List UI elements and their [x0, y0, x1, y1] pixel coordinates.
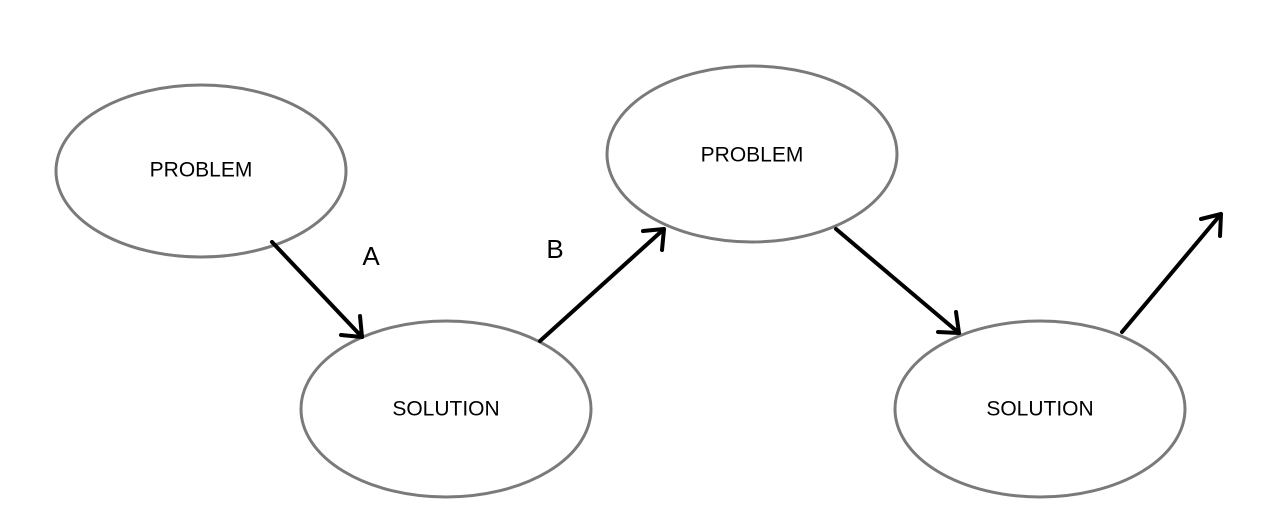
arrow-b-head	[641, 227, 666, 252]
edge-label-a: A	[362, 241, 380, 271]
arrow-problem-2-to-solution-2	[834, 227, 961, 335]
arrow-d-shaft	[1120, 212, 1223, 334]
node-solution-2: SOLUTION	[893, 319, 1187, 499]
node-solution-2-label: SOLUTION	[986, 398, 1093, 421]
node-problem-2-ellipse	[605, 64, 899, 244]
node-problem-2: PROBLEM	[605, 64, 899, 244]
arrow-solution-2-continuation	[1120, 212, 1223, 334]
edge-label-b: B	[546, 234, 563, 264]
node-problem-1-ellipse	[54, 83, 348, 259]
node-problem-1: PROBLEM	[54, 83, 348, 259]
arrow-d-head	[1199, 212, 1223, 238]
node-solution-1-label: SOLUTION	[392, 398, 499, 421]
arrow-problem-to-solution-1	[270, 240, 364, 339]
node-problem-2-label: PROBLEM	[701, 144, 804, 167]
arrow-c-head	[936, 310, 961, 335]
arrow-c-shaft	[834, 227, 961, 335]
node-solution-2-ellipse	[893, 319, 1187, 499]
node-solution-1-ellipse	[299, 319, 593, 499]
arrow-a-shaft	[270, 240, 364, 339]
node-problem-1-label: PROBLEM	[150, 159, 253, 182]
arrow-b-shaft	[538, 227, 666, 343]
node-solution-1: SOLUTION	[299, 319, 593, 499]
arrow-solution-1-to-problem-2	[538, 227, 666, 343]
arrow-a-head	[339, 314, 364, 339]
